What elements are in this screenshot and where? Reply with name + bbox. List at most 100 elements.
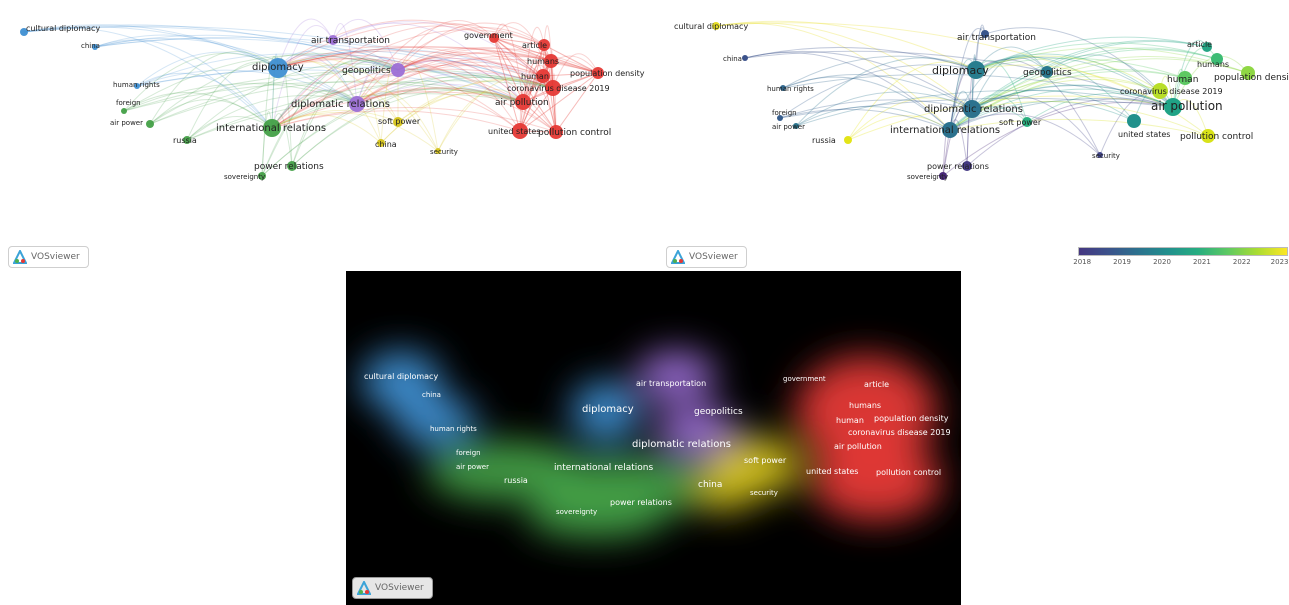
overlay-node[interactable]: soft power — [999, 117, 1042, 127]
density-term-label[interactable]: foreign — [456, 449, 481, 457]
overlay-node[interactable]: united states — [1118, 114, 1170, 139]
density-term-label[interactable]: coronavirus disease 2019 — [848, 428, 951, 437]
overlay-node[interactable]: diplomatic relations — [924, 100, 1023, 118]
overlay-node[interactable]: pollution control — [1180, 129, 1253, 143]
density-term-label[interactable]: humans — [849, 401, 881, 410]
network-node[interactable]: air transportation — [311, 35, 390, 46]
density-term-label[interactable]: power relations — [610, 498, 672, 507]
density-term-label[interactable]: pollution control — [876, 468, 941, 477]
overlay-edge — [779, 64, 977, 119]
overlay-node[interactable]: power relations — [927, 161, 989, 171]
overlay-node[interactable]: coronavirus disease 2019 — [1120, 83, 1223, 99]
density-term-label[interactable]: diplomatic relations — [632, 439, 731, 450]
overlay-node[interactable]: human — [1167, 71, 1198, 85]
network-edge — [186, 95, 358, 141]
network-node-circle — [489, 33, 499, 43]
density-term-label[interactable]: air transportation — [636, 379, 706, 388]
network-node-label: coronavirus disease 2019 — [507, 84, 610, 93]
network-node[interactable]: russia — [173, 136, 197, 145]
network-node[interactable]: air pollution — [495, 94, 549, 110]
overlay-node-label: power relations — [927, 162, 989, 171]
density-term-label[interactable]: government — [783, 375, 826, 383]
network-node-label: human rights — [113, 81, 160, 89]
density-term-label[interactable]: human — [836, 416, 864, 425]
network-node[interactable]: international relations — [216, 119, 326, 137]
network-edge — [522, 60, 552, 103]
overlay-node[interactable]: geopolitics — [1023, 66, 1072, 78]
network-node-label: diplomacy — [252, 62, 304, 73]
overlay-node[interactable]: article — [1187, 40, 1212, 52]
network-node-circle — [393, 117, 403, 127]
overlay-node[interactable]: air power — [772, 123, 805, 131]
density-term-label[interactable]: sovereignty — [556, 508, 597, 516]
network-node[interactable]: foreign — [116, 99, 141, 114]
overlay-edge — [949, 28, 986, 131]
overlay-node[interactable]: air transportation — [957, 30, 1036, 43]
network-node[interactable]: article — [522, 39, 550, 51]
network-node[interactable]: security — [430, 148, 458, 156]
density-term-label[interactable]: cultural diplomacy — [364, 372, 438, 381]
network-edge — [356, 57, 399, 105]
overlay-node[interactable]: security — [1092, 152, 1120, 160]
density-term-label[interactable]: population density — [874, 414, 949, 423]
overlay-node[interactable]: air pollution — [1151, 98, 1223, 116]
network-node[interactable]: population density — [570, 67, 645, 79]
network-node[interactable]: human — [521, 69, 550, 83]
network-edge — [261, 74, 554, 177]
overlay-node[interactable]: sovereignty — [907, 172, 948, 181]
network-node[interactable]: human rights — [113, 81, 160, 89]
density-term-label[interactable]: diplomacy — [582, 404, 634, 415]
overlay-node[interactable]: russia — [812, 136, 852, 145]
network-node[interactable]: geopolitics — [342, 63, 405, 77]
overlay-edge — [949, 106, 1028, 131]
network-edge — [397, 79, 554, 123]
network-edge — [543, 44, 599, 74]
network-node[interactable]: china — [375, 139, 397, 149]
density-term-label[interactable]: geopolitics — [694, 407, 743, 417]
network-node[interactable]: china — [81, 42, 100, 50]
network-node[interactable]: soft power — [378, 117, 421, 127]
overlay-node-circle — [942, 122, 958, 138]
network-edge — [277, 50, 524, 103]
density-term-label[interactable]: russia — [504, 476, 528, 485]
network-node[interactable]: diplomacy — [252, 58, 304, 78]
overlay-node[interactable]: diplomacy — [932, 61, 989, 79]
overlay-node[interactable]: foreign — [772, 109, 797, 121]
density-term-label[interactable]: article — [864, 380, 889, 389]
density-term-label[interactable]: human rights — [430, 425, 477, 433]
network-edge — [542, 72, 599, 77]
network-node-label: security — [430, 148, 458, 156]
network-node[interactable]: pollution control — [538, 125, 611, 139]
network-edge — [271, 114, 382, 144]
overlay-node[interactable]: humans — [1197, 53, 1229, 69]
overlay-edge — [744, 52, 951, 131]
year-tick: 2022 — [1232, 258, 1251, 266]
density-term-label[interactable]: china — [422, 391, 441, 399]
network-node-label: population density — [570, 69, 645, 78]
overlay-node[interactable]: population density — [1214, 66, 1289, 83]
network-edge — [136, 72, 273, 129]
density-term-label[interactable]: air pollution — [834, 442, 882, 451]
overlay-edge — [975, 46, 1048, 73]
density-term-label[interactable]: china — [698, 480, 722, 490]
overlay-edge — [971, 54, 1048, 110]
network-node[interactable]: coronavirus disease 2019 — [507, 80, 610, 96]
overlay-node-circle — [1152, 83, 1168, 99]
network-node[interactable]: power relations — [254, 161, 324, 172]
overlay-node[interactable]: international relations — [890, 122, 1000, 138]
density-term-label[interactable]: international relations — [554, 463, 653, 473]
density-term-label[interactable]: united states — [806, 467, 858, 476]
network-node[interactable]: government — [464, 31, 513, 43]
overlay-node[interactable]: cultural diplomacy — [674, 22, 748, 31]
network-node[interactable]: united states — [488, 123, 540, 139]
network-node[interactable]: humans — [527, 54, 559, 68]
overlay-node[interactable]: china — [723, 55, 748, 63]
network-node[interactable]: cultural diplomacy — [20, 24, 100, 36]
network-node[interactable]: air power — [110, 119, 154, 128]
network-node[interactable]: diplomatic relations — [291, 96, 390, 112]
density-term-label[interactable]: air power — [456, 463, 489, 471]
density-term-label[interactable]: soft power — [744, 456, 787, 465]
density-term-label[interactable]: security — [750, 489, 778, 497]
overlay-node[interactable]: human rights — [767, 85, 814, 93]
network-node[interactable]: sovereignty — [224, 172, 266, 181]
